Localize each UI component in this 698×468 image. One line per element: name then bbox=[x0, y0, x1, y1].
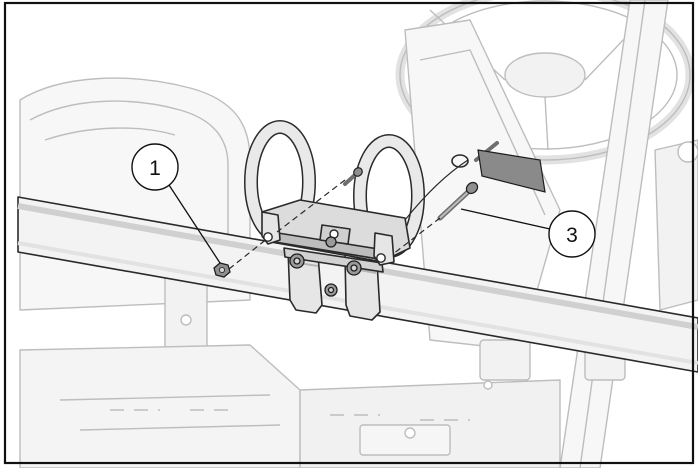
floor-ghost bbox=[19, 344, 301, 468]
pin-and-tag bbox=[404, 141, 546, 221]
bracket-holes bbox=[263, 229, 386, 263]
callout-3-label: 3 bbox=[566, 224, 578, 247]
figure-frame bbox=[3, 1, 695, 465]
clamp-nuts bbox=[289, 236, 362, 297]
assembly-lines bbox=[228, 179, 441, 270]
callout-1-label: 1 bbox=[149, 157, 161, 180]
item-3-bolts bbox=[343, 167, 479, 221]
warning-tag bbox=[477, 149, 546, 193]
ghost-background bbox=[19, 0, 698, 468]
callout-3: 3 bbox=[460, 208, 596, 258]
callout-1: 1 bbox=[131, 143, 221, 264]
